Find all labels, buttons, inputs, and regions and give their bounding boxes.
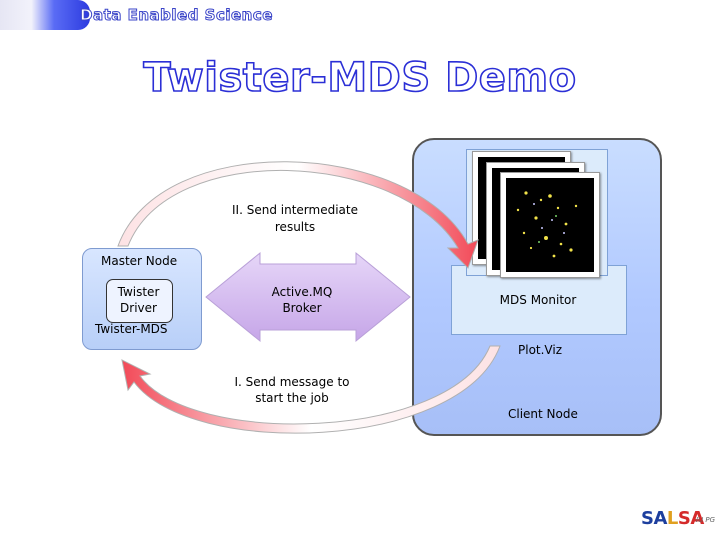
- activemq-broker-label: Active.MQ Broker: [271, 285, 333, 315]
- salsa-logo-part-1: SA: [641, 508, 667, 529]
- salsa-logo-part-2: L: [666, 508, 678, 529]
- plotviz-label: Plot.Viz: [518, 343, 563, 357]
- twister-driver-label: Twister Driver: [117, 285, 160, 315]
- send-intermediate-results-label: II. Send intermediate results: [232, 203, 358, 234]
- header-gradient-bar: [0, 0, 90, 30]
- twister-mds-label: Twister-MDS: [95, 322, 168, 336]
- salsa-logo: SALSA: [641, 508, 704, 529]
- plotviz-window-front: [500, 172, 600, 278]
- send-start-message-label: I. Send message to start the job: [234, 375, 350, 405]
- twister-driver-box: [106, 279, 173, 323]
- slide-title: Twister-MDS Demo: [143, 54, 577, 102]
- header-tagline: Data Enabled Science: [80, 6, 273, 25]
- plotviz-point-cloud-image: [506, 178, 592, 270]
- salsa-logo-part-3: SA: [677, 508, 704, 529]
- activemq-double-arrow: [205, 251, 411, 343]
- master-node-label: Master Node: [101, 254, 178, 268]
- mds-monitor-label: MDS Monitor: [499, 293, 577, 307]
- client-node-label: Client Node: [508, 407, 578, 421]
- bottom-curved-arrow: [121, 345, 501, 434]
- top-curved-arrow: [117, 161, 479, 269]
- salsa-logo-subtext: IU PG: [696, 516, 716, 524]
